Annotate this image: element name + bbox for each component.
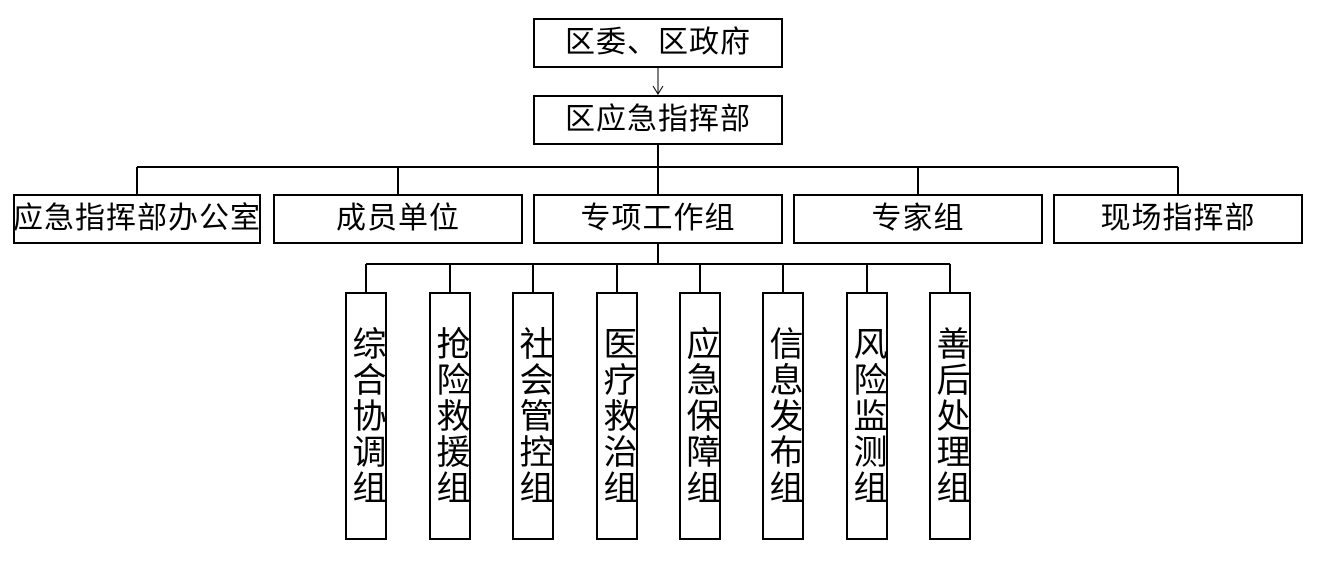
level1-label: 现场指挥部 <box>1100 201 1256 236</box>
level1-node-field-hq: 现场指挥部 <box>1053 194 1303 244</box>
group-node: 信息发布组 <box>762 292 804 540</box>
group-label: 医疗救治组 <box>597 326 637 506</box>
level1-label: 专家组 <box>871 201 965 236</box>
command-hq-label: 区应急指挥部 <box>565 102 751 137</box>
group-label: 社会管控组 <box>513 326 553 506</box>
group-node: 善后处理组 <box>929 292 971 540</box>
group-node: 应急保障组 <box>679 292 721 540</box>
group-label: 综合协调组 <box>346 326 386 506</box>
root-node: 区委、区政府 <box>533 18 783 68</box>
arrow-head <box>652 85 664 95</box>
level1-node-members: 成员单位 <box>273 194 523 244</box>
group-node: 医疗救治组 <box>596 292 638 540</box>
level1-node-experts: 专家组 <box>793 194 1043 244</box>
level1-label: 成员单位 <box>336 201 460 236</box>
group-node: 风险监测组 <box>846 292 888 540</box>
group-label: 抢险救援组 <box>430 326 470 506</box>
level1-node-office: 应急指挥部办公室 <box>13 194 261 244</box>
group-label: 风险监测组 <box>847 326 887 506</box>
level1-node-taskforce: 专项工作组 <box>533 194 783 244</box>
group-label: 善后处理组 <box>930 326 970 506</box>
command-hq-node: 区应急指挥部 <box>533 95 783 145</box>
group-node: 综合协调组 <box>345 292 387 540</box>
level1-label: 应急指挥部办公室 <box>13 201 261 236</box>
level1-label: 专项工作组 <box>580 201 736 236</box>
root-label: 区委、区政府 <box>565 25 751 60</box>
group-node: 社会管控组 <box>512 292 554 540</box>
group-label: 应急保障组 <box>680 326 720 506</box>
group-label: 信息发布组 <box>763 326 803 506</box>
group-node: 抢险救援组 <box>429 292 471 540</box>
